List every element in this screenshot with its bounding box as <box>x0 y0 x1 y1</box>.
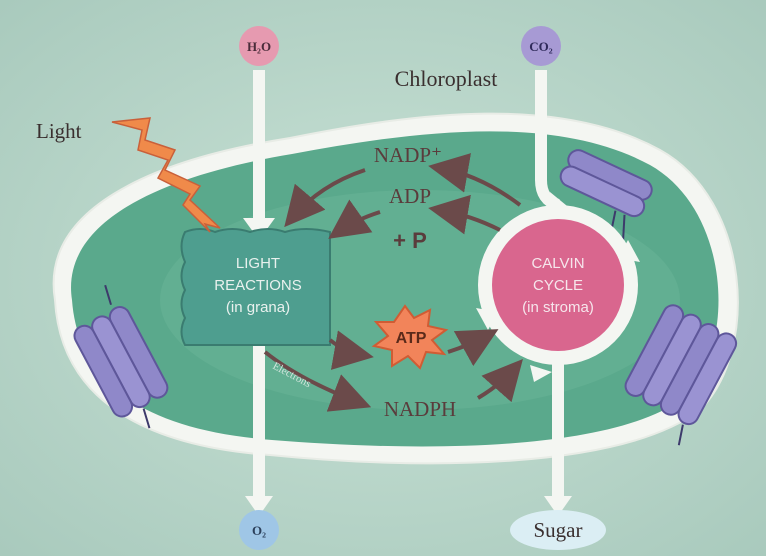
nadph-label: NADPH <box>384 397 456 421</box>
co2-label: CO₂ <box>529 39 553 54</box>
nadp-plus-label: NADP⁺ <box>374 143 442 167</box>
plus-p-label: + P <box>393 228 427 253</box>
atp-label: ATP <box>396 330 427 347</box>
calvin-cycle-title-2: CYCLE <box>533 277 583 294</box>
calvin-cycle-location: (in stroma) <box>522 299 594 316</box>
light-label: Light <box>36 119 82 143</box>
light-reactions-title-2: REACTIONS <box>214 277 302 294</box>
adp-label: ADP <box>389 184 431 208</box>
light-reactions-title-1: LIGHT <box>236 255 280 272</box>
light-reactions-location: (in grana) <box>226 299 290 316</box>
chloroplast-label: Chloroplast <box>395 66 498 91</box>
oxygen-label: O₂ <box>252 523 266 538</box>
water-label: H₂O <box>247 39 271 54</box>
sugar-label: Sugar <box>534 518 583 542</box>
calvin-cycle-title-1: CALVIN <box>531 255 584 272</box>
